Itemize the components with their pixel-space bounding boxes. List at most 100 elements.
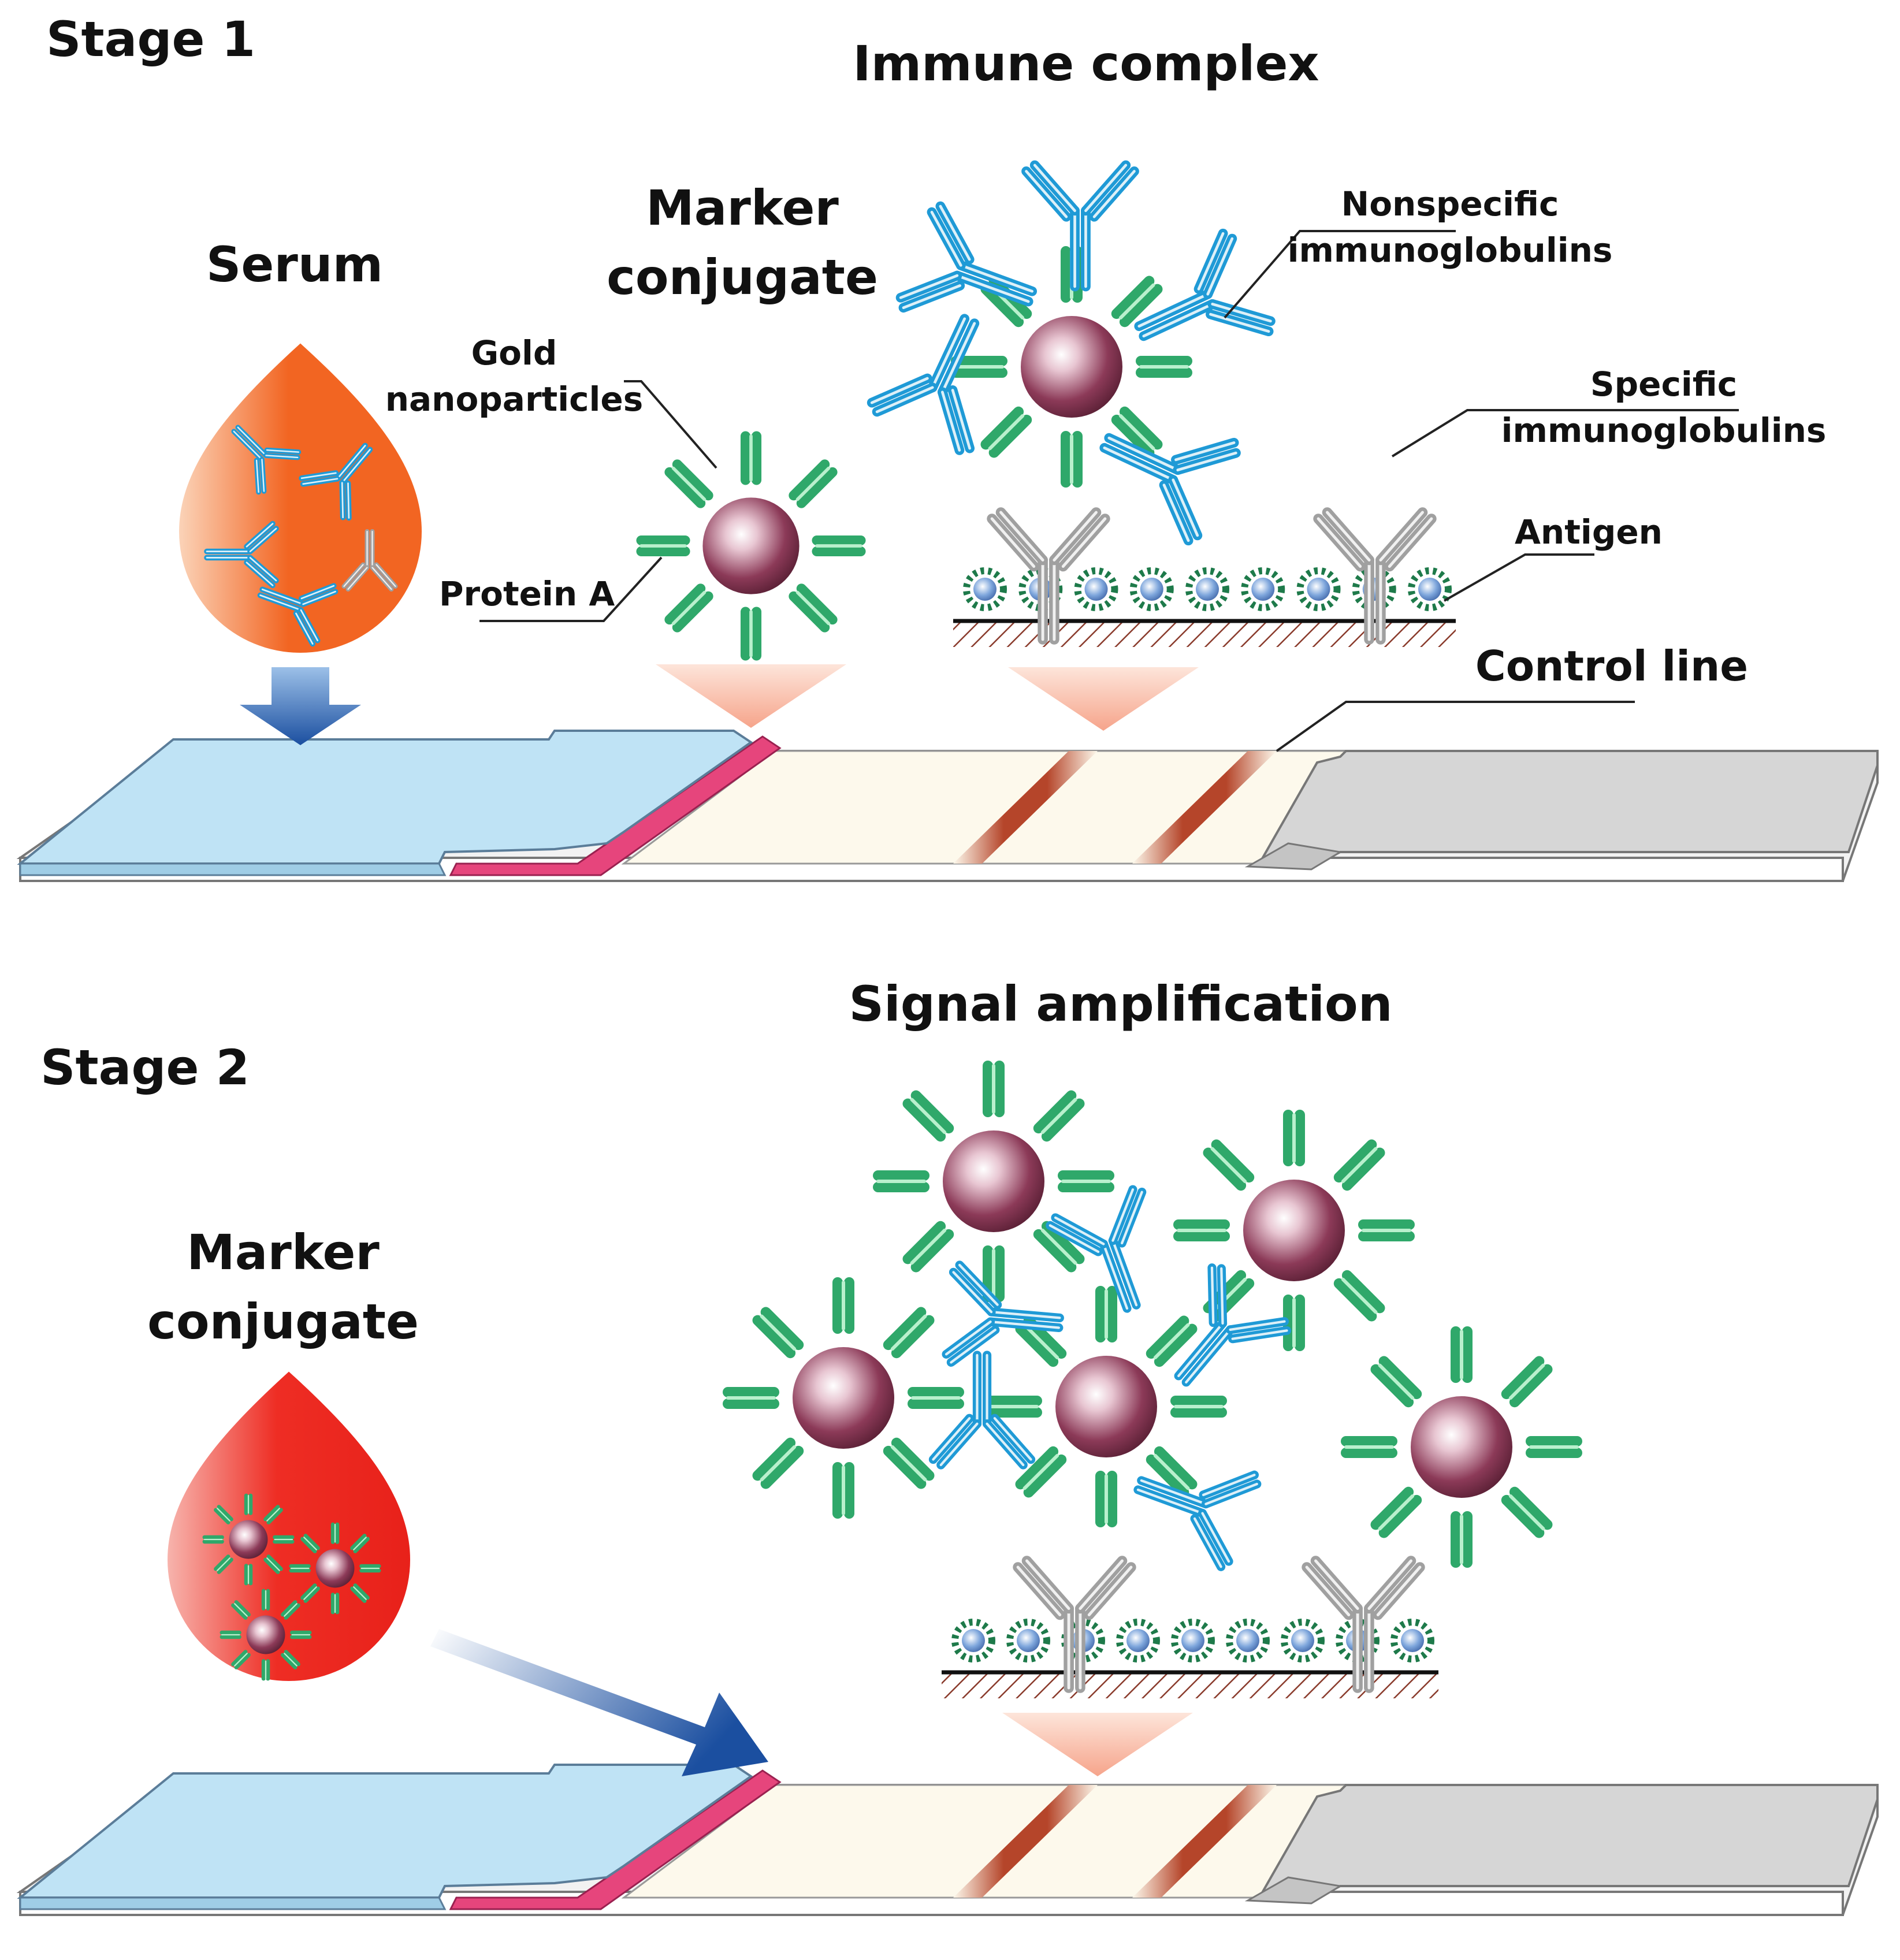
serum-antibody-icon <box>257 583 339 647</box>
protein-a-rod <box>664 467 706 508</box>
control-line <box>1132 751 1277 864</box>
protein-a-rod <box>234 1653 251 1669</box>
protein-a-rod <box>980 284 1024 328</box>
protein-a-rod <box>902 1221 946 1264</box>
protein-a-rod <box>266 1554 283 1571</box>
nonspecific-antibody-icon <box>1046 1185 1147 1313</box>
gold-nanoparticles-leader <box>624 380 717 469</box>
conjugate-arrow <box>430 1629 768 1776</box>
protein-a-rod <box>266 1508 283 1524</box>
antigen-icon <box>951 1619 995 1663</box>
protein-a-rod <box>1119 406 1163 450</box>
antigen-icon <box>1226 1619 1270 1663</box>
protein-a-rod <box>284 1603 300 1620</box>
protein-a-rod <box>1154 1323 1198 1367</box>
control-line-label: Control line <box>1475 642 1749 690</box>
antigen-label: Antigen <box>1515 512 1663 552</box>
specific-antibody-icon <box>987 507 1110 645</box>
protein-a-rod <box>1041 1221 1085 1264</box>
test-strip-stage-1 <box>16 730 1879 882</box>
protein-a-rod <box>1023 1454 1067 1498</box>
gold-particle <box>1243 1180 1345 1281</box>
protein-a-rod <box>902 1098 946 1142</box>
nonspecific-leader <box>1224 230 1456 319</box>
amplified-conjugate-icon <box>1173 1110 1415 1351</box>
conjugate-pad <box>449 735 782 876</box>
protein-a-rod <box>1501 1494 1545 1538</box>
protein-a-rod <box>1211 1139 1255 1183</box>
protein-a-leader <box>479 556 663 622</box>
protein-a-rod <box>1203 1147 1247 1191</box>
gold-particle <box>1055 1356 1157 1457</box>
stage-2-title: Stage 2 <box>40 1039 250 1096</box>
protein-a-rod <box>1146 1315 1189 1359</box>
conjugate-drop <box>168 1371 410 1681</box>
marker-conjugate-icon <box>636 431 866 661</box>
protein-a-rod <box>752 1315 796 1359</box>
gold-particle <box>943 1130 1044 1232</box>
protein-a-rod <box>1111 276 1155 319</box>
protein-a-rod <box>1378 1494 1422 1538</box>
protein-a-rod <box>910 1090 954 1134</box>
protein-a-rod <box>350 1534 367 1550</box>
amplified-conjugate-icon <box>873 1061 1114 1302</box>
protein-a-rod <box>883 1445 927 1489</box>
control-line-leader <box>1276 701 1635 752</box>
test-line <box>953 1785 1098 1898</box>
protein-a-rod <box>883 1307 927 1351</box>
protein-a-rod <box>217 1505 233 1522</box>
specific-label-line1: Specific <box>1590 365 1738 404</box>
nonspecific-antibody-icon <box>895 201 1038 313</box>
protein-a-rod <box>1341 1147 1385 1191</box>
stage2-test-line-surface <box>942 1670 1438 1698</box>
gold-particle <box>229 1520 268 1559</box>
antigen-icon <box>1129 567 1174 611</box>
test-line-beam <box>1008 667 1199 731</box>
drop-conjugate-icon <box>289 1522 381 1615</box>
protein-a-rod <box>1378 1356 1422 1400</box>
protein-a-rod <box>672 459 713 501</box>
protein-a-rod <box>350 1586 367 1603</box>
drop-conjugate-icon <box>220 1589 312 1681</box>
specific-leader <box>1391 409 1739 458</box>
serum-antibody-icon <box>204 520 279 589</box>
protein-a-rod <box>789 591 830 633</box>
nonspecific-antibody-icon <box>928 1351 1036 1470</box>
protein-a-rod <box>1111 414 1155 458</box>
nonspecific-antibody-icon <box>1174 1263 1292 1387</box>
gold-particle <box>702 497 800 594</box>
serum-antibody-icon <box>299 442 373 521</box>
nonspecific-antibody-icon <box>1099 433 1241 546</box>
protein-a-rod <box>214 1508 230 1524</box>
protein-a-rod <box>1033 1229 1077 1273</box>
specific-antibody-icon <box>1013 1556 1136 1693</box>
protein-a-rod <box>1015 1446 1059 1490</box>
gold-nanoparticles-label-line1: Gold <box>471 333 557 373</box>
nonspecific-antibody-icon <box>867 314 980 455</box>
absorbent-pad <box>1257 750 1879 865</box>
serum-antibody-icon <box>341 529 398 592</box>
specific-label-line2: immunoglobulins <box>1501 411 1827 450</box>
antigen-icon <box>1390 1619 1434 1663</box>
protein-a-rod <box>796 467 838 508</box>
protein-a-rod <box>214 1554 230 1571</box>
protein-a-rod <box>353 1583 370 1600</box>
signal-amplification-heading: Signal amplification <box>849 976 1393 1032</box>
stage2-marker-conjugate-line1: Marker <box>187 1224 380 1281</box>
protein-a-rod <box>284 1650 300 1667</box>
protein-a-rod <box>752 1437 796 1481</box>
absorbent-pad <box>1257 1784 1879 1899</box>
protein-a-label: Protein A <box>439 574 615 613</box>
amplified-conjugate-icon <box>1341 1326 1582 1568</box>
protein-a-rod <box>760 1307 804 1351</box>
antigen-icon <box>1281 1619 1325 1663</box>
nonspecific-antibody-icon <box>942 1260 1064 1367</box>
protein-a-rod <box>300 1537 317 1553</box>
protein-a-rod <box>664 583 706 625</box>
protein-a-rod <box>1370 1486 1414 1530</box>
antigen-leader <box>1444 553 1594 602</box>
protein-a-rod <box>796 583 838 625</box>
gold-particle <box>1021 316 1122 418</box>
